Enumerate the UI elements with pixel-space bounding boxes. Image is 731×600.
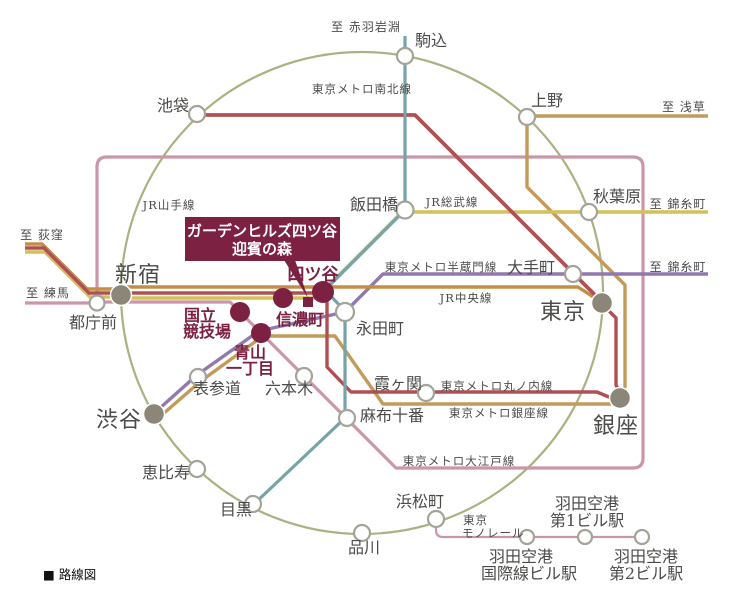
station-marker-shinagawa [352,523,372,543]
station-label-otemachi: 大手町 [507,258,555,277]
line-label-chuo: JR中央線 [439,291,493,305]
hanzomon-line [149,272,708,418]
line-label-yamanote: JR山手線 [142,198,196,212]
edge-label-ogikubo: 至 荻窪 [20,227,64,242]
station-label-kokuritsu-line2: 競技場 [183,322,231,341]
station-label-haneda-t2-line1: 羽田空港 [614,547,678,566]
station-label-ginza: 銀座 [593,414,639,439]
station-label-ueno: 上野 [531,91,563,110]
station-marker-ueno [517,107,537,127]
station-marker-yotsuya [312,281,334,303]
edge-label-nerima: 至 練馬 [26,286,70,300]
line-label-oedo: 東京メトロ大江戸線 [403,454,516,468]
line-label-hanzomon: 東京メトロ半蔵門線 [385,260,498,274]
marunouchi-line-ikebukuro [205,113,604,304]
sobu-line-west [25,250,118,299]
station-marker-kokuritsu-kyogijo [230,302,250,322]
station-marker-otemachi [563,264,583,284]
station-marker-ginza [608,386,632,410]
station-label-iidabashi: 飯田橋 [350,195,398,214]
monorail-line [434,526,642,539]
station-marker-haneda-t1 [576,528,594,546]
station-marker-ebisu [187,459,207,479]
station-marker-shinjuku [109,283,133,307]
line-label-marunouchi: 東京メトロ丸ノ内線 [441,379,554,393]
line-label-namboku: 東京メトロ南北線 [312,82,412,96]
station-label-kasumigaseki: 霞ヶ関 [374,374,422,393]
station-marker-shibuya [142,402,166,426]
station-label-komagome: 駒込 [415,31,447,50]
line-label-monorail-line2: モノレール [462,526,525,540]
property-marker-icon [303,297,313,307]
property-callout-box [185,217,340,261]
station-marker-hamamatsucho [426,509,446,529]
station-marker-tokyo [590,291,614,315]
station-label-shibuya: 渋谷 [96,408,142,433]
marunouchi-line-tokyo-ginza [601,303,622,394]
station-marker-omotesando [188,367,208,387]
station-label-shinanomachi: 信濃町 [276,310,324,329]
station-marker-shinanomachi [273,288,293,308]
station-label-roppongi: 六本木 [265,379,313,398]
oedo-line-loop [95,155,645,470]
marunouchi-line-west [25,246,118,295]
station-marker-haneda-intl [518,528,536,546]
line-label-monorail-line1: 東京 [463,513,488,527]
ginza-line-west [154,334,611,422]
station-label-azabujuban: 麻布十番 [360,406,424,425]
station-label-omotesando: 表参道 [193,379,241,398]
station-marker-tochomae [88,294,106,312]
station-label-aoyama-line1: 青山 [234,343,266,362]
line-label-sobu: JR総武線 [425,195,479,209]
station-label-hamamatsucho: 浜松町 [396,492,444,511]
station-label-shinagawa: 品川 [348,538,380,557]
station-label-ebisu: 恵比寿 [142,463,190,482]
station-label-haneda-intl-line1: 羽田空港 [489,547,553,566]
namboku-line [251,36,407,507]
chuo-line-main [124,285,599,302]
station-label-tokyo: 東京 [540,300,586,325]
station-label-nagatacho: 永田町 [356,319,404,338]
station-label-haneda-t1-line1: 羽田空港 [555,494,619,513]
station-marker-nagatacho [334,301,356,323]
station-marker-akihabara [579,202,599,222]
station-label-haneda-t1-line2: 第1ビル駅 [550,511,624,530]
edge-label-kinshicho-hanzomon: 至 錦糸町 [650,259,707,274]
station-label-haneda-intl-line2: 国際線ビル駅 [481,564,577,583]
station-label-tochomae: 都庁前 [69,313,117,332]
station-marker-komagome [395,46,415,66]
station-marker-meguro [243,494,263,514]
station-marker-roppongi [294,366,314,386]
station-label-ikebukuro: 池袋 [157,96,189,115]
property-callout-subname: 迎賓の森 [232,240,293,258]
station-marker-haneda-t2 [633,528,651,546]
map-legend-title: ■ 路線図 [43,567,96,582]
edge-label-akabaneiwabuchi: 至 赤羽岩淵 [331,19,401,34]
station-label-meguro: 目黒 [220,500,252,519]
station-label-aoyama-line2: 一丁目 [226,359,274,378]
station-label-kokuritsu-line1: 国立 [184,306,216,325]
station-marker-azabujuban [337,408,357,428]
property-callout-name: ガーデンヒルズ四ツ谷 [187,222,338,240]
station-label-haneda-t2-line2: 第2ビル駅 [609,564,683,583]
callout-pointer [284,260,308,298]
edge-label-asakusa: 至 浅草 [662,100,706,114]
station-marker-kasumigaseki [416,383,436,403]
station-label-akihabara: 秋葉原 [593,187,641,206]
station-marker-ikebukuro [187,104,207,124]
edge-label-kinshicho-sobu: 至 錦糸町 [650,196,707,211]
station-marker-aoyama-itchome [251,323,271,343]
line-label-ginza: 東京メトロ銀座線 [449,406,549,420]
station-label-shinjuku: 新宿 [115,263,161,288]
station-marker-iidabashi [395,200,415,220]
station-label-yotsuya: 四ツ谷 [288,265,340,285]
